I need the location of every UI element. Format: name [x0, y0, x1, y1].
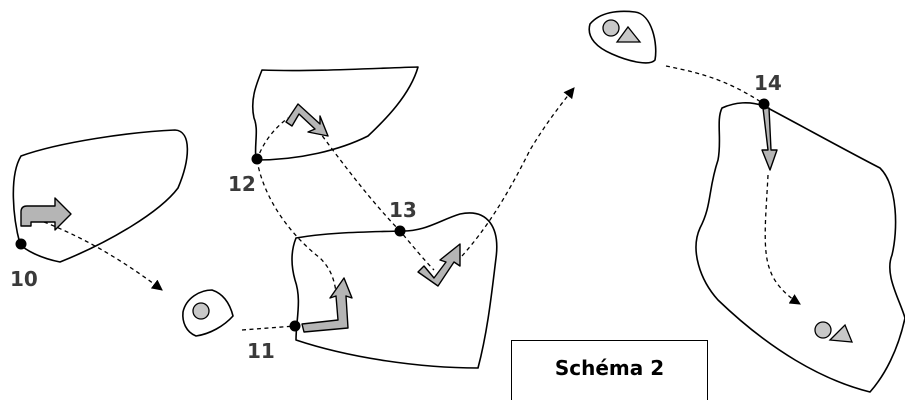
point-13-dot [394, 225, 406, 237]
shape-top-middle [251, 66, 419, 161]
turn-arrow-icon [301, 277, 353, 333]
point-10-dot [15, 238, 27, 250]
point-12-dot [251, 153, 263, 165]
dashed-path-to-top [461, 87, 575, 257]
dashed-path-11-left [241, 325, 296, 331]
turn-arrow-icon [20, 197, 72, 231]
label-13: 13 [389, 198, 417, 222]
label-10: 10 [10, 267, 38, 291]
shape-left [12, 129, 189, 263]
dashed-path-12-up [256, 117, 289, 161]
shape-right [695, 102, 905, 393]
label-14: 14 [754, 71, 782, 95]
dashed-path-12-11 [256, 159, 337, 293]
shape-top-right-pouch [588, 10, 657, 64]
dashed-path-10-out [43, 221, 163, 291]
token-pouch-small [182, 289, 234, 337]
token-circle-icon [814, 321, 832, 339]
dashed-path-pouch-14 [665, 65, 765, 105]
turn-arrow-icon [417, 243, 461, 287]
token-circle-icon [192, 302, 210, 320]
turn-arrow-icon [285, 103, 329, 137]
caption-title: Schéma 2 [554, 356, 665, 380]
dashed-path-14-down [764, 174, 801, 305]
caption-box: Schéma 2 [511, 340, 708, 400]
token-triangle-icon [828, 323, 854, 343]
shape-center [291, 212, 498, 369]
label-11: 11 [247, 339, 275, 363]
token-circle-icon [602, 19, 620, 37]
token-triangle-icon [615, 25, 642, 43]
point-14-dot [758, 98, 770, 110]
turn-arrow-icon [761, 107, 778, 171]
point-11-dot [289, 320, 301, 332]
label-12: 12 [228, 172, 256, 196]
